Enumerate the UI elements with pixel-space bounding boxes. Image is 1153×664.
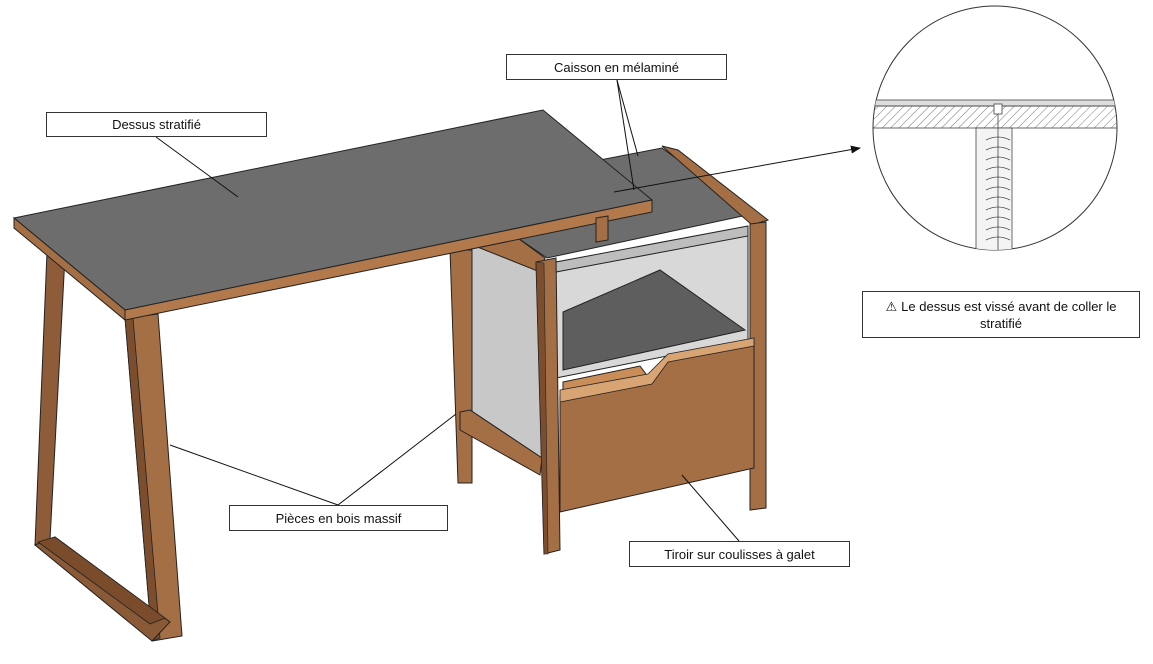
cabinet-rear-post bbox=[661, 145, 770, 226]
left-leg-bottom-rail-top bbox=[37, 536, 166, 625]
leader-bois-left bbox=[169, 444, 339, 506]
detail-circle bbox=[872, 5, 1118, 251]
leader-caisson bbox=[616, 79, 639, 157]
warning-text: Le dessus est vissé avant de coller le s… bbox=[901, 298, 1117, 331]
label-caisson-melamine: Caisson en mélaminé bbox=[506, 54, 727, 80]
detail-screw bbox=[985, 103, 1011, 250]
label-caisson-text: Caisson en mélaminé bbox=[553, 59, 679, 75]
cabinet-left-front-post-side bbox=[535, 261, 549, 555]
label-bois-text: Pièces en bois massif bbox=[275, 510, 402, 526]
leader-lines bbox=[155, 79, 861, 542]
label-dessus-text: Dessus stratifié bbox=[112, 117, 201, 132]
leader-dessus bbox=[155, 136, 239, 198]
cabinet-shelf bbox=[562, 269, 747, 371]
label-tiroir-coulisses: Tiroir sur coulisses à galet bbox=[629, 541, 850, 567]
cabinet-left-rear-post bbox=[449, 249, 473, 484]
warning-note: ⚠Le dessus est vissé avant de coller le … bbox=[862, 291, 1140, 338]
label-pieces-bois-massif: Pièces en bois massif bbox=[229, 505, 448, 531]
leader-bois-right bbox=[337, 413, 457, 506]
leader-caisson-2 bbox=[616, 79, 635, 191]
desk-top bbox=[12, 109, 654, 322]
cabinet-lower-rail bbox=[459, 409, 543, 476]
left-leg-back bbox=[34, 251, 66, 546]
drawer-front-top-edge bbox=[559, 337, 755, 403]
label-dessus-stratifie: Dessus stratifié bbox=[46, 112, 267, 137]
desk-top-support bbox=[595, 215, 609, 243]
desk-top-right-edge bbox=[124, 199, 653, 321]
warning-icon: ⚠ bbox=[885, 298, 898, 314]
leader-tiroir bbox=[681, 474, 740, 542]
detail-arrow bbox=[613, 145, 861, 193]
label-tiroir-text: Tiroir sur coulisses à galet bbox=[664, 546, 815, 562]
